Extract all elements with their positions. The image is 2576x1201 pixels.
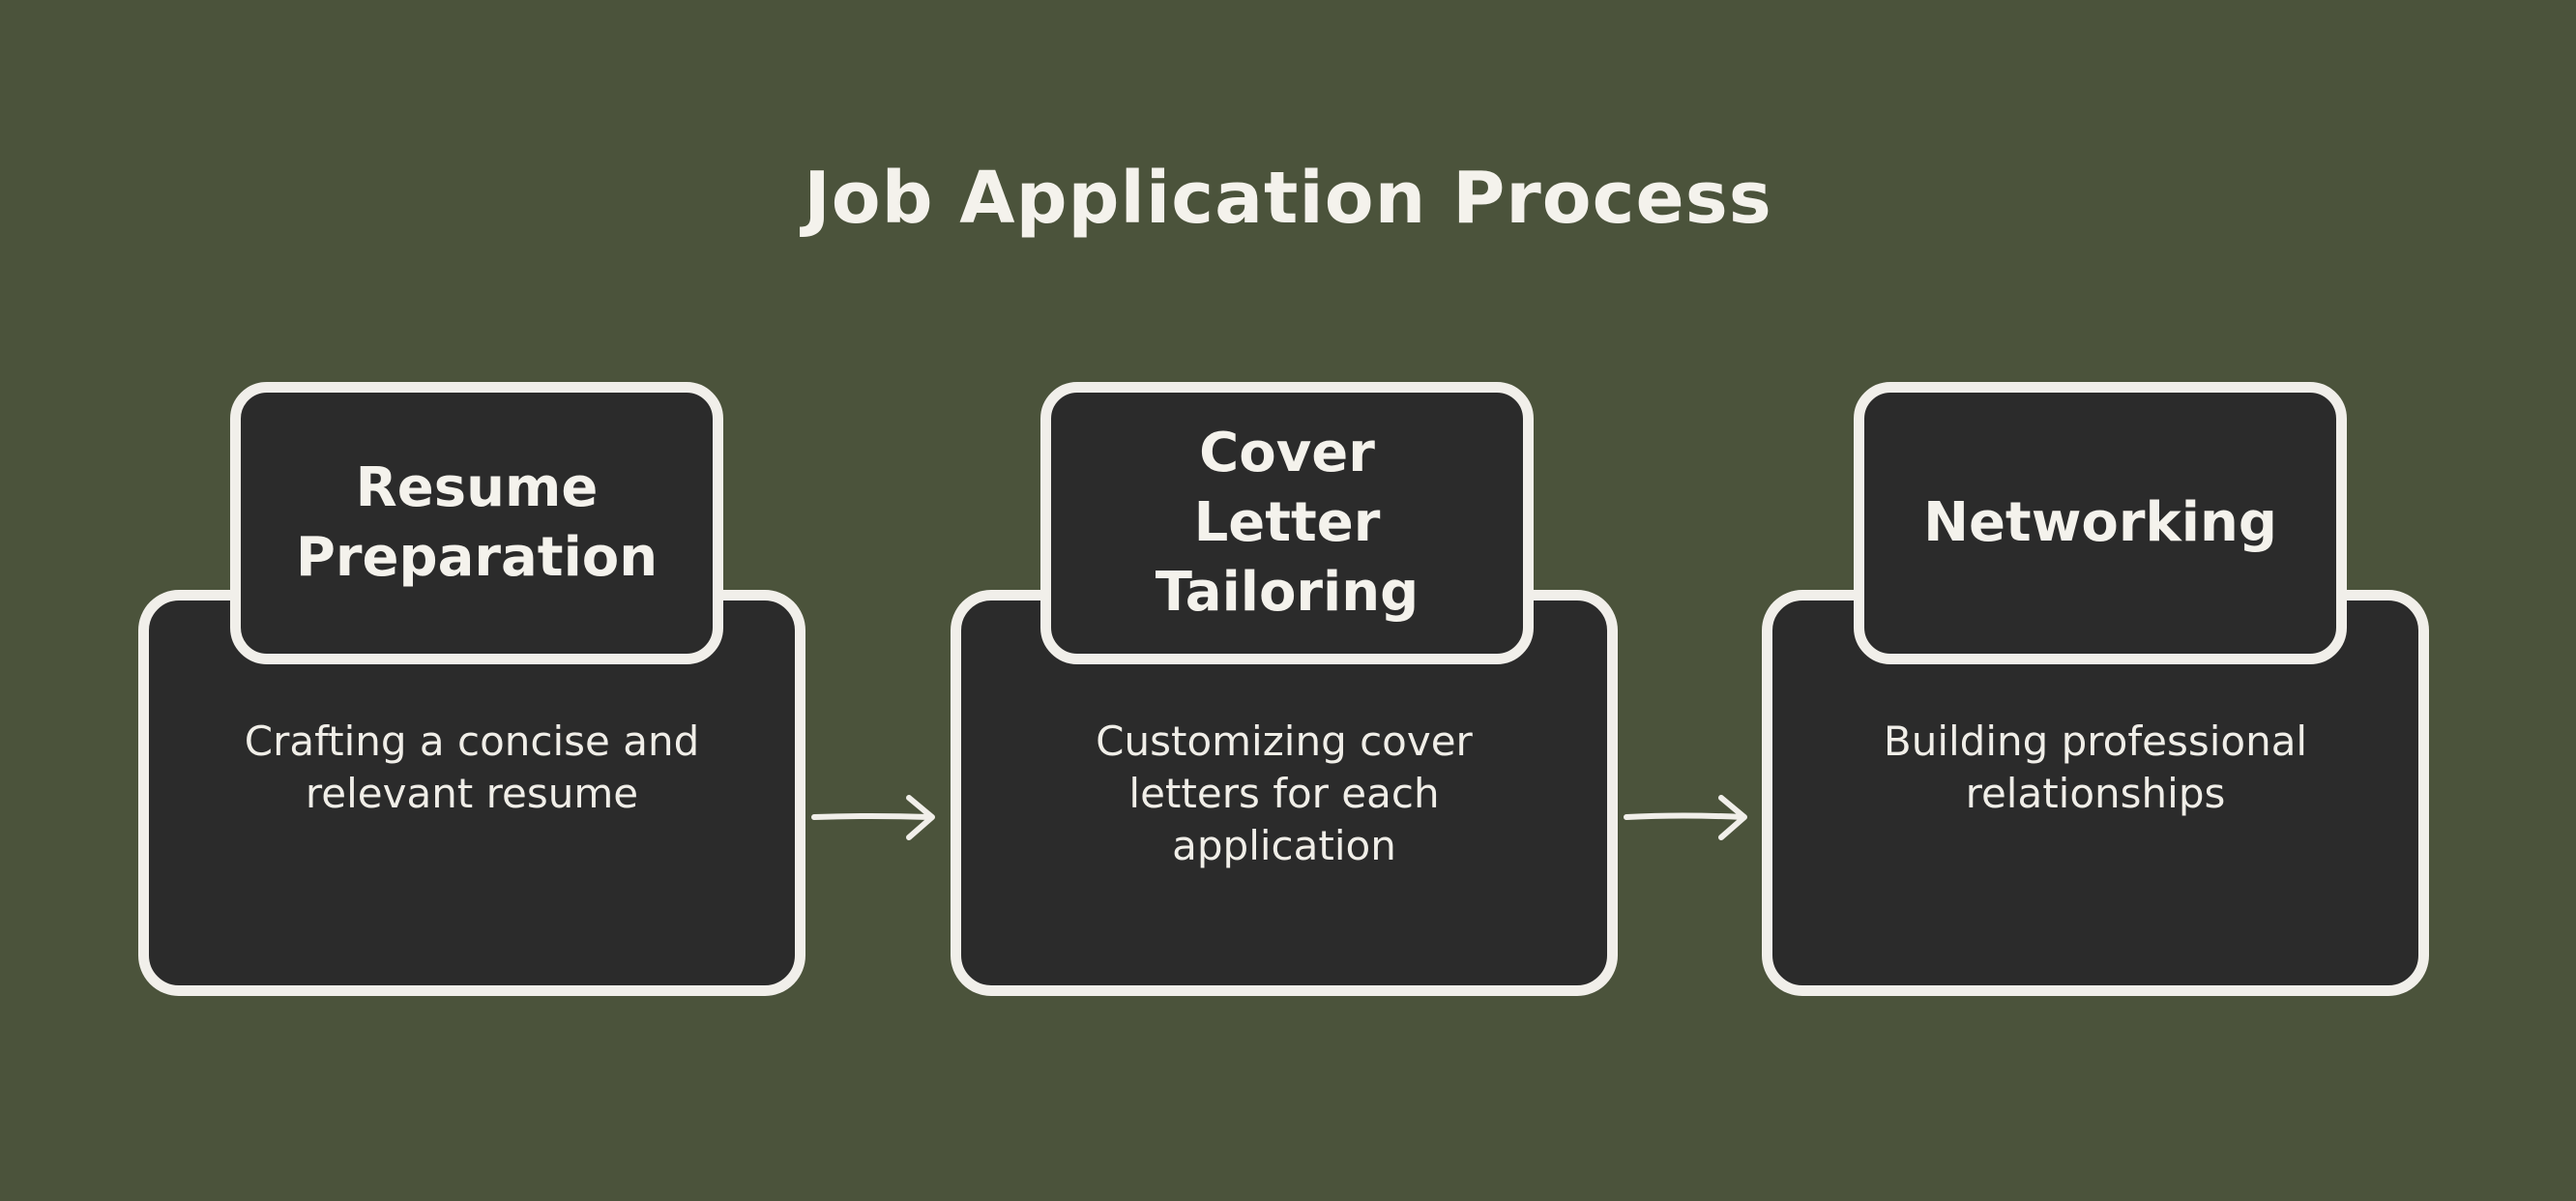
diagram-title: Job Application Process <box>804 157 1772 240</box>
step-heading-resume-preparation: Resume Preparation <box>295 456 659 589</box>
step-header-resume-preparation: Resume Preparation <box>230 382 723 664</box>
step-description-resume-preparation: Crafting a concise and relevant resume <box>244 718 700 817</box>
step-header-networking: Networking <box>1854 382 2347 664</box>
step-heading-cover-letter-tailoring: Cover Letter Tailoring <box>1155 422 1420 624</box>
step-description-networking: Building professional relationships <box>1883 718 2308 817</box>
arrow-resume-to-cover-letter <box>811 795 935 840</box>
step-description-cover-letter-tailoring: Customizing cover letters for each appli… <box>1096 718 1473 869</box>
arrow-cover-letter-to-networking <box>1624 795 1747 840</box>
step-header-cover-letter-tailoring: Cover Letter Tailoring <box>1040 382 1534 664</box>
step-heading-networking: Networking <box>1923 491 2277 554</box>
